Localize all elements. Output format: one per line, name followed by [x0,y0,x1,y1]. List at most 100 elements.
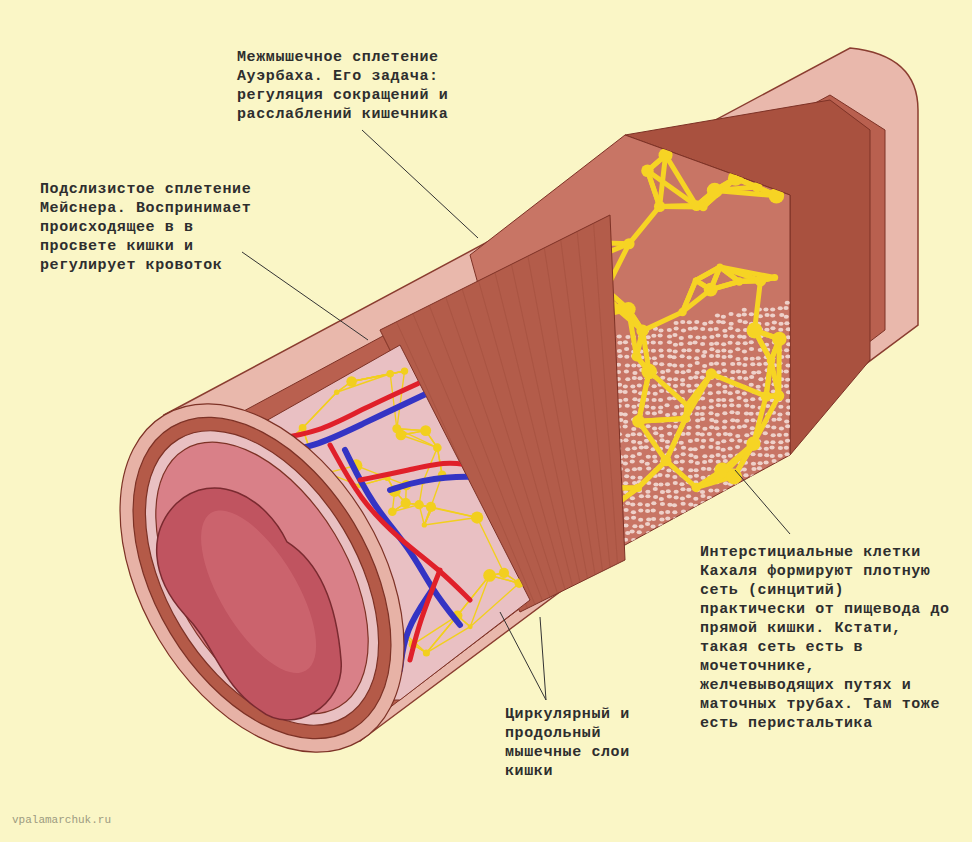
icc-texture [714,516,719,520]
icc-texture [716,382,721,386]
icc-texture [784,501,789,505]
icc-texture [722,419,727,423]
cross-submucosa [97,390,427,766]
icc-texture [617,341,622,345]
icc-texture [702,427,707,431]
icc-texture [623,462,628,466]
icc-texture [750,501,755,505]
icc-texture [660,545,665,549]
icc-texture [681,348,686,352]
icc-texture [700,396,705,400]
icc-texture [742,312,747,316]
icc-texture [688,327,693,331]
icc-texture [617,349,622,353]
icc-texture [645,522,650,526]
nerve-fiber [687,374,711,405]
icc-texture [693,455,698,459]
icc-texture [785,510,790,514]
icc-texture [672,364,677,368]
icc-texture [743,398,748,402]
icc-texture [785,399,790,403]
icc-texture [658,482,663,486]
nerve-fiber [647,171,696,206]
icc-texture [763,509,768,513]
icc-texture [744,411,749,415]
icc-texture [680,537,685,541]
icc-texture [714,361,719,365]
icc-texture [722,411,727,415]
icc-texture [778,405,783,409]
icc-texture [735,434,740,438]
icc-texture [667,494,672,498]
icc-texture [639,494,644,498]
icc-texture [736,404,741,408]
icc-texture [720,510,725,514]
icc-texture [667,363,672,367]
icc-texture [771,532,776,536]
icc-texture [623,454,628,458]
icc-texture [730,517,735,521]
icc-texture [750,397,755,401]
icc-texture [625,335,630,339]
icc-texture [686,432,691,436]
icc-texture [660,502,665,506]
icc-texture [707,509,712,513]
icc-texture [681,509,686,513]
icc-texture [771,459,776,463]
icc-texture [714,488,719,492]
ganglion [752,182,762,192]
icc-texture [727,433,732,437]
icc-texture [784,489,789,493]
icc-texture [783,433,788,437]
icc-texture [665,516,670,520]
icc-texture [700,327,705,331]
icc-texture [700,417,705,421]
ganglion [632,415,645,428]
icc-texture [630,454,635,458]
ganglion [654,201,665,212]
icc-texture [653,431,658,435]
icc-texture [756,482,761,486]
icc-texture [699,531,704,535]
icc-texture [681,370,686,374]
icc-texture [749,312,754,316]
muscle-fiber [594,223,618,564]
icc-texture [631,516,636,520]
icc-texture [652,412,657,416]
icc-texture [625,501,630,505]
icc-texture [666,522,671,526]
icc-texture [743,523,748,527]
icc-texture [644,445,649,449]
icc-texture [742,487,747,491]
icc-texture [680,390,685,394]
icc-texture [688,558,693,562]
icc-texture [659,434,664,438]
nerve-fiber [666,155,697,206]
icc-texture [680,517,685,521]
icc-texture [693,497,698,501]
icc-texture [735,419,740,423]
icc-texture [658,531,663,535]
ganglion [704,283,718,297]
icc-texture [692,340,697,344]
icc-texture [667,537,672,541]
icc-texture [625,377,630,381]
icc-texture [742,537,747,541]
icc-texture [778,454,783,458]
icc-texture [729,509,734,513]
icc-texture [716,390,721,394]
icc-texture [784,446,789,450]
icc-texture [632,410,637,414]
icc-texture [667,328,672,332]
icc-texture [777,461,782,465]
icc-texture [715,413,720,417]
icc-texture [652,398,657,402]
icc-texture [770,326,775,330]
icc-texture [653,392,658,396]
ganglion [717,264,724,271]
icc-texture [730,524,735,528]
nerve-fiber [638,461,666,488]
icc-texture [764,440,769,444]
icc-texture [751,532,756,536]
icc-texture [632,376,637,380]
